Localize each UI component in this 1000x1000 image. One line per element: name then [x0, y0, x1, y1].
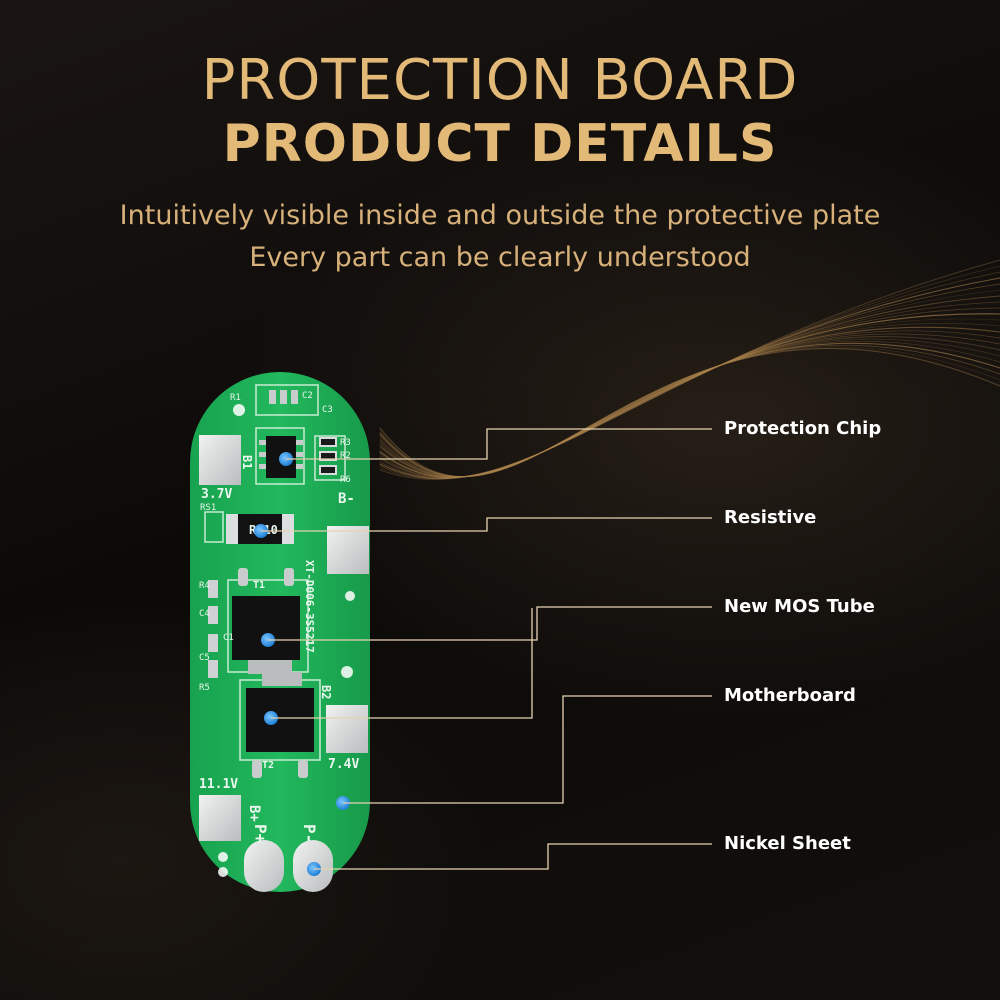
callout-resistive: Resistive: [724, 507, 817, 528]
wave-line: [379, 265, 1000, 480]
wave-line: [379, 295, 1000, 479]
subtitle-line-1: Intuitively visible inside and outside t…: [119, 200, 881, 231]
wave-line: [379, 283, 1000, 479]
callout-new-mos-tube: New MOS Tube: [724, 596, 875, 617]
ref-c3: C3: [322, 405, 333, 415]
callout-motherboard: Motherboard: [724, 685, 856, 706]
ref-r2: R2: [340, 451, 351, 461]
ref-r5: R5: [199, 683, 210, 693]
wave-line: [379, 259, 1000, 480]
voltage-mark-11v1: 11.1V: [199, 777, 238, 792]
pad-mark-p-minus: P-: [300, 824, 319, 843]
wave-line: [379, 326, 1000, 478]
leader-nickel-sheet: [314, 843, 712, 870]
ref-c5: C5: [199, 653, 210, 663]
nickel-sheet-left: [244, 840, 284, 892]
pad-mark-b1: B1: [240, 455, 254, 469]
pad-mark-b2: B2: [319, 685, 333, 699]
wave-line: [379, 318, 1000, 478]
model-marking: XT-D006-3S5217: [303, 560, 316, 653]
wave-line: [379, 347, 1000, 478]
pad-b-minus: [327, 526, 369, 574]
voltage-mark-7v4: 7.4V: [328, 757, 359, 772]
page-title-line-2: PRODUCT DETAILS: [222, 114, 778, 174]
leader-resistive: [261, 517, 712, 532]
leader-motherboard: [271, 608, 533, 719]
mos-tube-2: [246, 688, 314, 752]
ref-r6: R6: [340, 475, 351, 485]
voltage-mark-3v7: 3.7V: [201, 487, 232, 502]
pad-11v1: [199, 795, 241, 841]
ref-c4: C4: [199, 609, 210, 619]
wave-line: [379, 336, 1000, 478]
ref-r4: R4: [199, 581, 210, 591]
mos-tube-1: [232, 596, 300, 660]
wave-line: [379, 333, 1000, 478]
callout-nickel-sheet: Nickel Sheet: [724, 833, 851, 854]
subtitle-line-2: Every part can be clearly understood: [249, 242, 751, 273]
ref-c2: C2: [302, 391, 313, 401]
leader-mos-tube: [268, 606, 712, 641]
ref-c1: C1: [223, 633, 234, 643]
ref-r1: R1: [230, 393, 241, 403]
callout-protection-chip: Protection Chip: [724, 418, 882, 439]
wave-line: [379, 323, 1000, 478]
leader-protection-chip: [286, 428, 712, 460]
pad-mark-t2: T2: [262, 760, 274, 771]
pad-mark-t1: T1: [253, 580, 265, 591]
page-title-line-1: PROTECTION BOARD: [201, 48, 799, 113]
wave-line: [379, 344, 1000, 477]
ref-r3: R3: [340, 438, 351, 448]
pad-mark-p-plus: P+: [251, 824, 270, 844]
wave-line: [379, 346, 1000, 477]
pad-7v4: [326, 705, 368, 753]
pad-mark-b-plus: B+: [246, 805, 262, 822]
pad-3v7: [199, 435, 241, 485]
pad-mark-b-minus: B-: [338, 491, 355, 507]
wave-line: [379, 338, 1000, 478]
wave-line: [379, 289, 1000, 479]
wave-line: [379, 313, 1000, 478]
ref-rs1: RS1: [200, 503, 216, 513]
leader-motherboard-2: [343, 695, 712, 804]
wave-line: [379, 271, 1000, 480]
